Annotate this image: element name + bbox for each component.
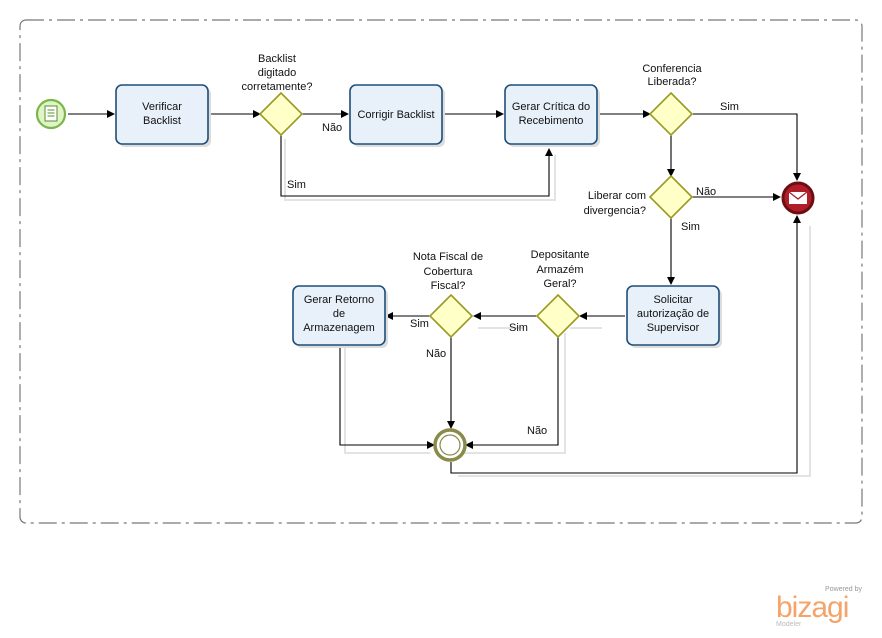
flow-end-end-msg (450, 215, 801, 474)
flow-label-nota-nao: Não (426, 348, 446, 360)
task-verificar-backlist-line2: Backlist (143, 115, 181, 127)
flow-gw2-end-msg (693, 113, 801, 181)
flow-label-liberar-sim: Sim (681, 221, 700, 233)
gw-conferencia-label-2: Liberada? (648, 76, 697, 88)
task-solicitar-line3: Supervisor (647, 322, 700, 334)
gateway-nota-fiscal[interactable] (428, 293, 474, 339)
gw-backlist-label-2: digitado (258, 67, 297, 79)
flow-label-conferencia-sim: Sim (720, 101, 739, 113)
task-gerar-critica-line1: Gerar Crítica do (512, 101, 590, 113)
gateway-depositante[interactable] (535, 293, 581, 339)
flow-gw4-end (465, 337, 559, 449)
gw-nota-label-2: Cobertura (424, 266, 474, 278)
gateway-labels: Backlist digitado corretamente? Conferen… (242, 53, 703, 292)
task-gerar-retorno-line2: de (333, 308, 345, 320)
task-corrigir-backlist[interactable]: Corrigir Backlist (349, 84, 445, 147)
gw-backlist-label-3: corretamente? (242, 81, 313, 93)
task-gerar-retorno[interactable]: Gerar Retorno de Armazenagem (292, 285, 388, 348)
end-event[interactable] (433, 428, 467, 462)
flow-gw1-gerar-critica (280, 135, 553, 197)
task-solicitar-autorizacao[interactable]: Solicitar autorização de Supervisor (626, 285, 722, 348)
flow-label-depositante-nao: Não (527, 425, 547, 437)
gw-depositante-label-2: Armazém (536, 264, 583, 276)
task-gerar-critica[interactable]: Gerar Crítica do Recebimento (504, 84, 600, 147)
gw-nota-label-1: Nota Fiscal de (413, 251, 483, 263)
gw-liberar-label-2: divergencia? (584, 205, 646, 217)
flow-shadows (284, 139, 811, 477)
flow-label-liberar-nao: Não (696, 186, 716, 198)
gw-depositante-label-3: Geral? (543, 278, 576, 290)
sequence-flows (68, 110, 801, 474)
start-event[interactable] (35, 98, 67, 130)
flow-label-nota-sim: Sim (410, 318, 429, 330)
gateway-conferencia[interactable] (648, 91, 694, 137)
flow-label-depositante-sim: Sim (509, 322, 528, 334)
task-verificar-backlist[interactable]: Verificar Backlist (115, 84, 211, 147)
flow-label-backlist-nao: Não (322, 122, 342, 134)
task-gerar-retorno-line1: Gerar Retorno (304, 294, 374, 306)
gateway-backlist[interactable] (258, 91, 304, 137)
task-solicitar-line2: autorização de (637, 308, 709, 320)
gw-conferencia-label-1: Conferencia (642, 63, 702, 75)
gw-depositante-label-1: Depositante (531, 249, 590, 261)
task-corrigir-backlist-line1: Corrigir Backlist (357, 109, 434, 121)
bizagi-logo: Powered by bizagi Modeler (776, 586, 862, 630)
gw-backlist-label-1: Backlist (258, 53, 296, 65)
task-solicitar-line1: Solicitar (653, 294, 692, 306)
gw-liberar-label-1: Liberar com (588, 190, 646, 202)
end-message-event[interactable] (781, 181, 815, 215)
logo-powered-by: Powered by (825, 586, 862, 593)
flow-gerar-retorno-end (339, 345, 435, 449)
flow-label-backlist-sim: Sim (287, 179, 306, 191)
pool-border (19, 19, 863, 524)
logo-brand: bizagi (776, 591, 849, 624)
task-gerar-critica-line2: Recebimento (519, 115, 584, 127)
flow-labels: Não Sim Sim Não Sim Sim Não Sim Não (287, 101, 739, 437)
task-verificar-backlist-line1: Verificar (142, 101, 182, 113)
logo-product: Modeler (776, 621, 802, 628)
gw-nota-label-3: Fiscal? (431, 280, 466, 292)
task-gerar-retorno-line3: Armazenagem (303, 322, 375, 334)
gateway-liberar[interactable] (648, 174, 694, 220)
